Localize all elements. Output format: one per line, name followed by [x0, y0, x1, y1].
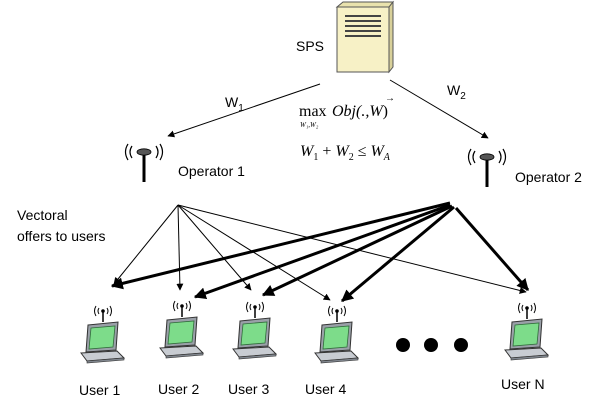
- user-3-laptop-icon: [232, 301, 277, 360]
- arrow-server-to-operator-1: [167, 83, 321, 138]
- operator-2-antenna-icon: [467, 147, 507, 189]
- formula-vector-arrow: →: [385, 93, 395, 104]
- vectoral-offers-line-2: offers to users: [17, 228, 105, 244]
- user-4-laptop-icon: [314, 305, 359, 364]
- formula-objective: Obj(.,W): [332, 103, 388, 120]
- arrow-op1-to-user-1: [113, 204, 179, 285]
- user-n-laptop-icon: [504, 302, 549, 361]
- operator-2-offer-arrows: [110, 201, 530, 303]
- objective-formula: max W₁,W₂ Obj(.,W) → W1 + W2 ≤ WA: [299, 93, 395, 163]
- vectoral-offers-line-1: Vectoral: [17, 207, 68, 223]
- user-n-label: User N: [501, 376, 545, 392]
- formula-constraint: W1 + W2 ≤ WA: [300, 143, 391, 163]
- arrow-op2-to-user-4: [341, 205, 455, 303]
- user-2-label: User 2: [158, 381, 199, 397]
- server-label: SPS: [296, 38, 324, 54]
- user-4-label: User 4: [305, 381, 346, 397]
- arrow-op2-to-user-3: [261, 204, 453, 297]
- user-1-laptop-icon: [80, 305, 125, 364]
- arrow-op2-to-user-n: [454, 207, 530, 291]
- operator-1-label: Operator 1: [178, 163, 245, 179]
- user-1-label: User 1: [79, 382, 120, 398]
- formula-max-subscript: W₁,W₂: [300, 121, 319, 129]
- arrow-server-to-operator-2: [389, 79, 489, 139]
- arrow-op2-to-user-2: [193, 203, 451, 299]
- arrow-op1-to-user-3: [177, 204, 252, 291]
- arrow-op1-to-user-2: [176, 204, 184, 291]
- arrow-op2-to-user-1: [110, 201, 451, 290]
- server-tower-icon: [335, 0, 395, 74]
- weight-w2-label: W2: [447, 82, 466, 102]
- operator-1-antenna-icon: [124, 142, 164, 184]
- formula-max: max: [299, 103, 327, 120]
- arrow-op1-to-user-n: [177, 204, 527, 294]
- user-3-label: User 3: [228, 381, 269, 397]
- weight-w1-label: W1: [225, 94, 244, 114]
- operator-2-label: Operator 2: [515, 169, 582, 185]
- ellipsis-dots: [396, 338, 468, 352]
- user-2-laptop-icon: [159, 300, 204, 359]
